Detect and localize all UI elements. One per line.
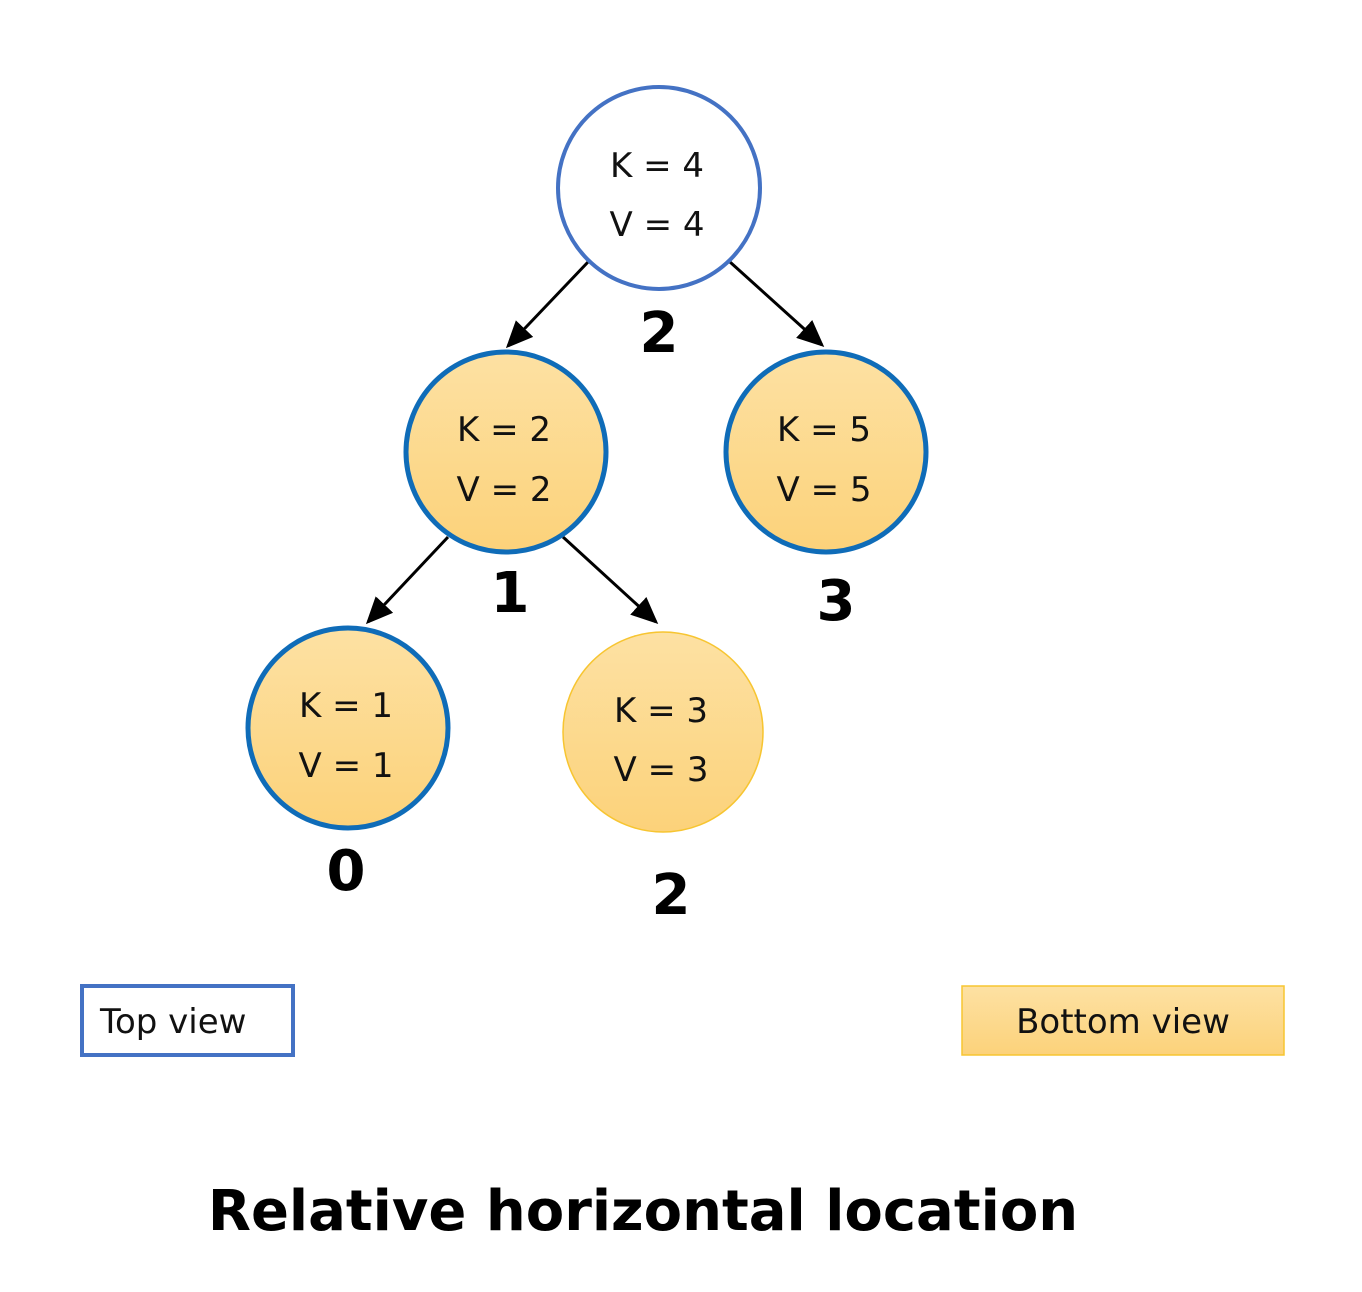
edge-left-leftright bbox=[561, 535, 659, 625]
horizontal-distance-label: 1 bbox=[491, 561, 530, 626]
edge-left-leftleft bbox=[365, 535, 450, 625]
node-key: K = 2 bbox=[457, 410, 551, 450]
node-circle bbox=[556, 85, 762, 291]
tree-node-left: K = 2 V = 2 1 bbox=[403, 349, 609, 626]
legend-top-view-box bbox=[80, 984, 295, 1057]
node-circle bbox=[723, 349, 929, 555]
node-key: K = 3 bbox=[614, 691, 708, 731]
tree-node-left-right: K = 3 V = 3 2 bbox=[562, 631, 764, 928]
diagram-caption: Relative horizontal location bbox=[208, 1179, 1078, 1244]
node-value: V = 1 bbox=[299, 746, 394, 786]
node-circle bbox=[245, 625, 451, 831]
node-value: V = 5 bbox=[777, 470, 872, 510]
legend-top-view-label: Top view bbox=[99, 1002, 246, 1042]
legend-bottom-view-box bbox=[961, 985, 1285, 1056]
node-value: V = 4 bbox=[610, 205, 705, 245]
node-value: V = 3 bbox=[614, 750, 709, 790]
node-value: V = 2 bbox=[457, 470, 552, 510]
tree-node-root: K = 4 V = 4 2 bbox=[556, 85, 762, 366]
horizontal-distance-label: 2 bbox=[652, 863, 691, 928]
node-circle bbox=[403, 349, 609, 555]
tree-node-right: K = 5 V = 5 3 bbox=[723, 349, 929, 634]
node-circle bbox=[562, 631, 764, 833]
edge-root-left bbox=[505, 260, 590, 349]
node-key: K = 5 bbox=[777, 410, 871, 450]
horizontal-distance-label: 2 bbox=[640, 301, 679, 366]
legend-top-view: Top view bbox=[80, 984, 295, 1057]
horizontal-distance-label: 0 bbox=[327, 839, 366, 904]
legend-bottom-view: Bottom view bbox=[961, 985, 1285, 1056]
edges bbox=[365, 260, 825, 625]
edge-root-right bbox=[728, 260, 825, 348]
horizontal-distance-label: 3 bbox=[817, 569, 856, 634]
node-key: K = 4 bbox=[610, 146, 704, 186]
legend-bottom-view-label: Bottom view bbox=[1016, 1002, 1230, 1042]
node-key: K = 1 bbox=[299, 686, 393, 726]
tree-node-left-left: K = 1 V = 1 0 bbox=[245, 625, 451, 904]
